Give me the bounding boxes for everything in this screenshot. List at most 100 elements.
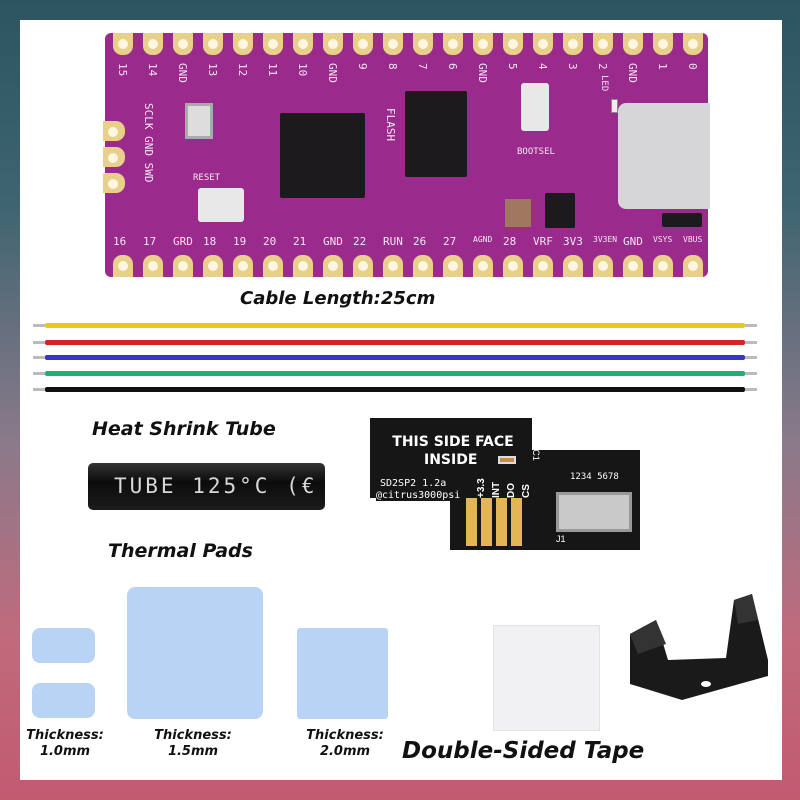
pin-pad — [323, 33, 343, 55]
pin-label: 3V3EN — [593, 235, 618, 244]
pin-pad — [383, 255, 403, 277]
thickness-value: 2.0mm — [319, 744, 371, 759]
crystal — [185, 103, 213, 139]
pin-pad — [113, 33, 133, 55]
thickness-label: Thickness: — [306, 728, 384, 743]
console-stand — [630, 594, 768, 700]
flash-label: FLASH — [384, 108, 397, 142]
inductor — [505, 199, 531, 227]
pin-label: 13 — [206, 63, 219, 77]
pin-pad — [503, 33, 523, 55]
pin-label: 1 — [656, 63, 669, 70]
pin-pad — [293, 33, 313, 55]
pin-pad — [413, 255, 433, 277]
connector-numbers: 1234 5678 — [570, 472, 619, 482]
bootsel-label: BOOTSEL — [517, 147, 555, 157]
sd2sp2-adapter: THIS SIDE FACE INSIDE C1 SD2SP2 1.2a @ci… — [370, 418, 640, 550]
c1-label: C1 — [530, 449, 541, 461]
pin-pad — [203, 33, 223, 55]
pin-label: CS — [521, 484, 532, 498]
pin-label: GND — [326, 63, 339, 83]
pin-label: 10 — [296, 63, 309, 77]
led — [611, 99, 618, 113]
pin-label: 20 — [263, 235, 277, 248]
pin-pad — [683, 33, 703, 55]
pin-label: 16 — [113, 235, 127, 248]
pin-pad — [563, 255, 583, 277]
pin-label: 21 — [293, 235, 307, 248]
pin-pad — [233, 255, 253, 277]
pin-pad — [143, 255, 163, 277]
pin-label: 28 — [503, 235, 517, 248]
pin-pad — [173, 33, 193, 55]
double-sided-tape-label: Double-Sided Tape — [402, 738, 645, 764]
wire — [33, 323, 757, 328]
thermal-pads-title: Thermal Pads — [108, 540, 253, 562]
pin-label: DO — [506, 483, 517, 498]
pin-label: +3.3 — [476, 478, 487, 498]
pin-label: 7 — [416, 63, 429, 70]
pin-pad — [563, 33, 583, 55]
pin-pad — [293, 255, 313, 277]
ffc-connector — [556, 492, 632, 532]
pin-pad — [353, 33, 373, 55]
pin-label: VSYS — [653, 235, 673, 244]
swd-pad — [103, 147, 125, 167]
pin-pad — [593, 255, 613, 277]
pin-label: 14 — [146, 63, 159, 77]
pin-label: 0 — [686, 63, 699, 70]
reset-button[interactable] — [198, 188, 244, 222]
pin-label: 2 — [596, 63, 609, 70]
pin-pad — [263, 33, 283, 55]
pin-label: 12 — [236, 63, 249, 77]
pin-label: 17 — [143, 235, 157, 248]
pin-pad — [233, 33, 253, 55]
pin-pad — [533, 33, 553, 55]
pin-pad — [323, 255, 343, 277]
swd-pad — [103, 173, 125, 193]
double-sided-tape — [493, 625, 600, 731]
swd-pad — [103, 121, 125, 141]
pin-pad — [443, 33, 463, 55]
thermal-pad-1mm-a — [32, 628, 95, 663]
pin-pad — [683, 255, 703, 277]
pin-label: 6 — [446, 63, 459, 70]
pin-pad — [653, 255, 673, 277]
pin-label: 27 — [443, 235, 457, 248]
pin-pad — [473, 255, 493, 277]
author-label: @citrus3000psi — [376, 490, 461, 501]
pin-label: VRF — [533, 235, 553, 248]
pin-label: VBUS — [683, 235, 703, 244]
pin-pad — [623, 255, 643, 277]
pin-label: 11 — [266, 63, 279, 77]
thickness-value: 1.5mm — [167, 744, 219, 759]
pin-label: 9 — [356, 63, 369, 70]
pin-pad — [203, 255, 223, 277]
pin-label: GND — [623, 235, 643, 248]
tube-print: TUBE 125°C (€ — [114, 474, 318, 498]
usb-c-port — [618, 103, 710, 209]
reset-label: RESET — [193, 173, 221, 183]
heat-shrink-title: Heat Shrink Tube — [92, 418, 276, 440]
thickness-value: 1.0mm — [39, 744, 91, 759]
pin-label: GND — [323, 235, 343, 248]
pin-pad — [143, 33, 163, 55]
model-label: SD2SP2 1.2a — [380, 478, 447, 489]
face-label-1: THIS SIDE FACE — [392, 434, 514, 450]
pin-label: 22 — [353, 235, 367, 248]
thermal-pad-2mm — [297, 628, 388, 719]
pin-pad — [173, 255, 193, 277]
pin-label: 15 — [116, 63, 129, 77]
pin-label: RUN — [383, 235, 403, 248]
pin-pad — [263, 255, 283, 277]
pin-label: 26 — [413, 235, 427, 248]
pin-label: GND — [476, 63, 489, 83]
pin-label: 5 — [506, 63, 519, 70]
bootsel-button[interactable] — [521, 83, 549, 131]
pin-pad — [443, 255, 463, 277]
pin-pad — [653, 33, 673, 55]
wire — [33, 371, 757, 376]
pin-pad — [413, 33, 433, 55]
pin-pad — [113, 255, 133, 277]
